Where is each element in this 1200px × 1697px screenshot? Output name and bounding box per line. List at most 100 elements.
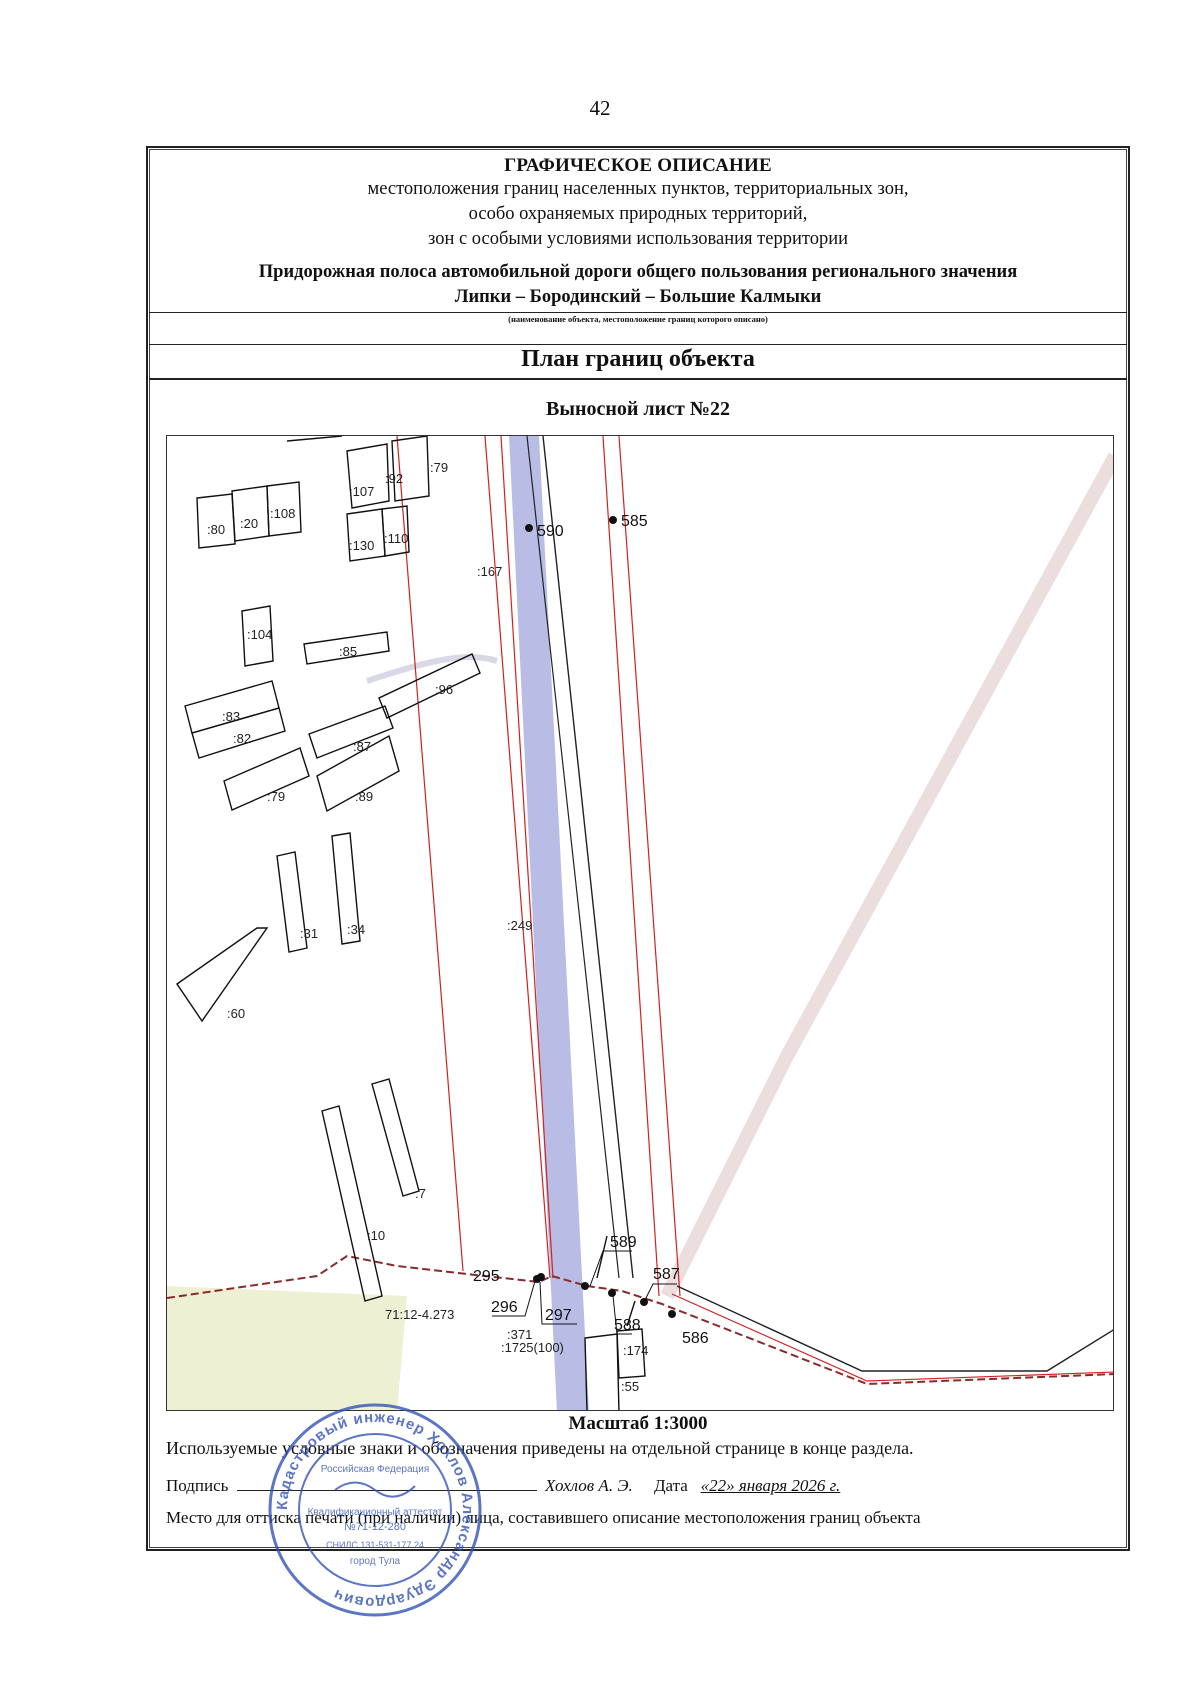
parcel-outline [191,707,286,759]
map-scale: Масштаб 1:3000 [568,1413,708,1434]
stamp-country: Российская Федерация [321,1464,430,1475]
parcel-outline [321,1105,383,1302]
leader-line [612,1295,632,1335]
parcel-outline [303,631,390,665]
road-edge-line [526,436,620,1279]
document-title: ГРАФИЧЕСКОЕ ОПИСАНИЕ [504,155,772,176]
header-line-3: зон с особыми условиями использования те… [428,229,848,249]
document-header: ГРАФИЧЕСКОЕ ОПИСАНИЕ местоположения гран… [149,149,1127,309]
boundary-point [537,1273,545,1281]
parcel-label-layer: :80 :20 :108 :107 :92 :79 :130 :110 :167… [207,460,648,1394]
boundary-point [608,1289,616,1297]
parcel-outline [316,734,400,813]
boundary-point [640,1298,648,1306]
divider [149,378,1127,380]
signature-row: Подпись Хохлов А. Э. Дата «22» января 20… [166,1476,840,1496]
stamp-ring [268,1403,482,1617]
boundary-point [525,524,533,532]
date-label: Дата [653,1476,688,1495]
inner-frame [149,149,1127,1548]
parcel-outline [266,481,302,537]
parcel-label: :87 [353,739,371,754]
leader-line [589,1250,632,1287]
map-canvas: :80 :20 :108 :107 :92 :79 :130 :110 :167… [167,436,1113,1410]
point-label: 589 [610,1234,637,1251]
parcel-outline [276,851,308,953]
boundary-line [396,436,464,1272]
parcel-label: :1725(100) [501,1340,564,1355]
road-strip [509,436,589,1410]
signature-line [236,1476,537,1491]
parcel-label: :10 [367,1228,385,1243]
parcel-label: :31 [300,926,318,941]
point-label: 590 [537,523,564,540]
stamp-snils: СНИЛС 131-531-177 24 [326,1540,424,1550]
parcel-outline [231,485,270,542]
date-value: «22» января 2026 г. [700,1476,841,1495]
quarter-label: 71:12-4.273 [385,1307,454,1322]
header-line-1: местоположения границ населенных пунктов… [367,179,909,199]
boundary-line [500,436,554,1279]
point-label: 297 [545,1307,572,1324]
seal-stamp-icon: Кадастровый инженер Хохлов Александр Эду… [268,1403,482,1617]
point-label: 586 [682,1330,709,1347]
parcel-label: :34 [347,922,365,937]
parcels [176,436,646,1410]
parcel-label: :85 [339,644,357,659]
point-label: 585 [621,513,648,530]
boundary-line [484,436,551,1279]
object-caption: (наименование объекта, местоположение гр… [508,314,768,324]
field-area [167,1286,407,1410]
parcel-label: :83 [222,709,240,724]
parcel-outline [391,436,430,502]
parcel-label: :110 [384,531,408,546]
parcel-outline [286,436,343,442]
signer-name: Хохлов А. Э. [544,1476,633,1495]
faint-track [660,452,1113,1300]
parcel-edge [676,1285,1113,1372]
parcel-label: :89 [355,789,373,804]
parcel-label: :104 [247,627,272,642]
object-name-line-2: Липки – Бородинский – Большие Калмыки [454,287,822,307]
parcel-outline [371,1078,420,1197]
parcel-label: :108 [270,506,295,521]
dashed-boundary [167,1254,1113,1386]
leader-line [539,1281,577,1325]
divider [149,344,1127,345]
page-number: 42 [589,96,611,120]
parcel-outline [346,443,390,509]
leader-line [644,1283,677,1301]
point-leaders [492,1250,677,1335]
parcel-outline [378,653,481,719]
parcel-outline [241,605,274,667]
stamp-cert-number: №71-12-280 [344,1521,406,1533]
parcel-outline [584,1333,620,1410]
stamp-place-note: Место для оттиска печати (при наличии) л… [166,1508,921,1527]
boundary-line [618,436,681,1297]
parcel-label: :20 [240,516,258,531]
parcel-outline [616,1328,646,1379]
object-name-line-1: Придорожная полоса автомобильной дороги … [258,262,1018,282]
stamp-ring [298,1433,452,1587]
boundary-map: :80 :20 :108 :107 :92 :79 :130 :110 :167… [166,435,1114,1411]
parcel-label: :107 [349,484,374,499]
header-line-2: особо охраняемых природных территорий, [468,204,808,224]
parcel-outline [176,927,269,1023]
plan-title: План границ объекта [521,346,755,372]
parcel-label: :130 [349,538,374,553]
boundary-line [671,1293,1113,1382]
point-label: 295 [473,1268,500,1285]
parcel-label: :79 [430,460,448,475]
boundary-point [581,1282,589,1290]
parcel-label: :79 [267,789,285,804]
boundary-point [668,1310,676,1318]
parcel-outline [308,705,394,759]
signature-scribble [334,1481,416,1498]
parcel-outline [331,832,361,945]
point-label: 296 [491,1299,518,1316]
parcel-label: :167 [477,564,502,579]
parcel-outline [346,508,386,562]
parcel-label: :174 [623,1343,648,1358]
faint-track [366,654,498,684]
boundary-points [525,516,676,1318]
